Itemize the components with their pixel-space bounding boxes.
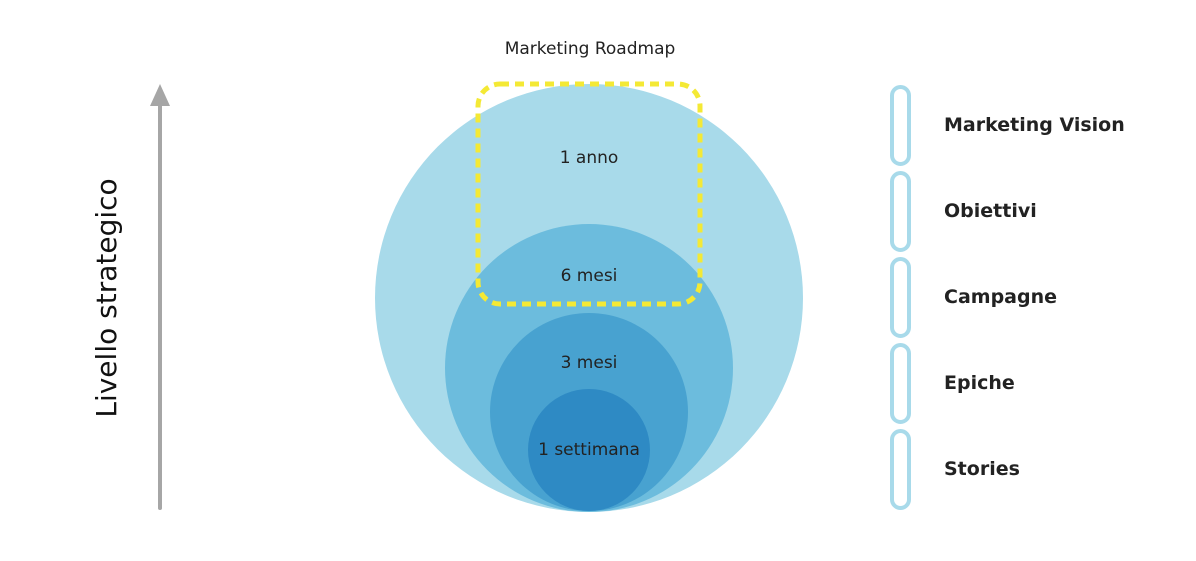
diagram-title: Marketing Roadmap: [505, 39, 676, 59]
time-horizon-circles: [375, 84, 803, 512]
roadmap-highlight-frame: [475, 81, 703, 307]
circle-label-1-settimana: 1 settimana: [538, 440, 640, 460]
level-list: Marketing Vision Obiettivi Campagne Epic…: [890, 85, 1125, 510]
strategic-level-axis: Livello strategico: [90, 84, 170, 510]
level-label-epiche: Epiche: [944, 372, 1015, 394]
level-pill-campagne: [890, 257, 911, 338]
level-label-obiettivi: Obiettivi: [944, 200, 1037, 222]
level-pill-marketing-vision: [890, 85, 911, 166]
circle-label-3-mesi: 3 mesi: [561, 353, 618, 373]
circle-1-settimana: [528, 389, 650, 511]
axis-label: Livello strategico: [90, 178, 123, 417]
level-label-campagne: Campagne: [944, 286, 1057, 308]
level-pill-stories: [890, 429, 911, 510]
level-pill-epiche: [890, 343, 911, 424]
axis-arrow-head-icon: [150, 84, 170, 106]
level-label-marketing-vision: Marketing Vision: [944, 114, 1125, 136]
circle-label-1-anno: 1 anno: [560, 148, 619, 168]
circle-label-6-mesi: 6 mesi: [561, 266, 618, 286]
level-label-stories: Stories: [944, 458, 1020, 480]
level-pill-obiettivi: [890, 171, 911, 252]
